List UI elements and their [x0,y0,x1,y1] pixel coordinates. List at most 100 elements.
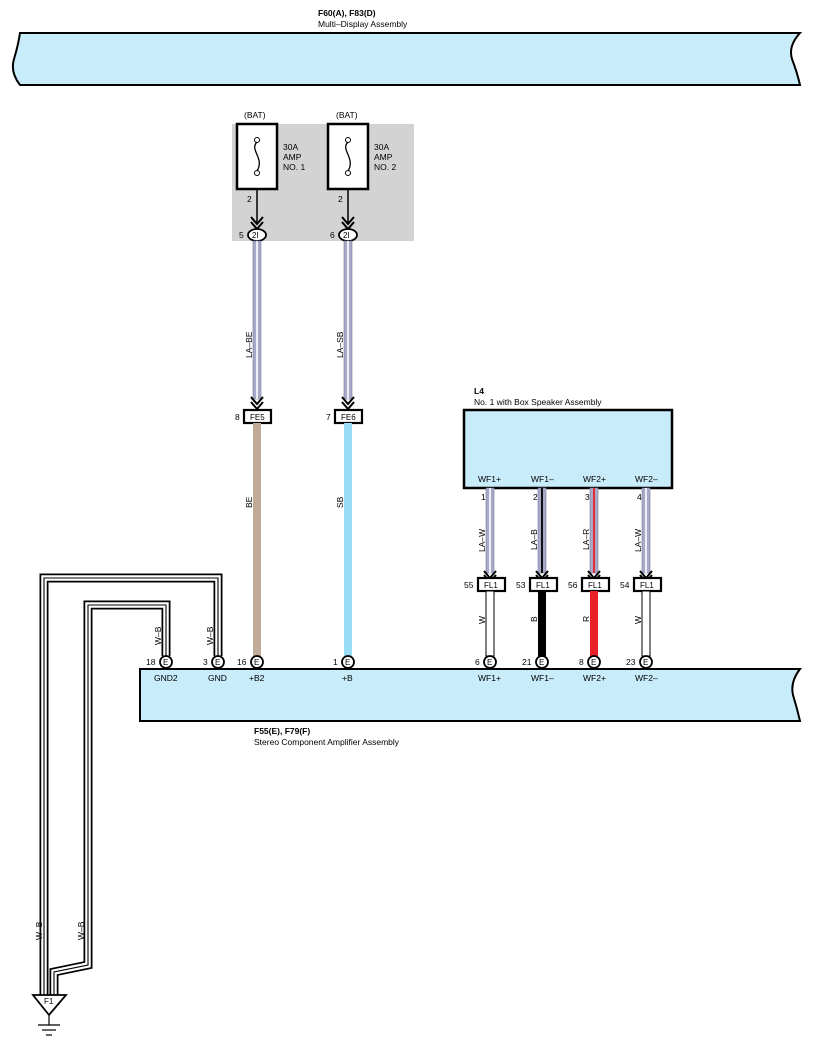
wire-wf2-plus[interactable]: 3 LA–R FL1 56 R [568,487,611,656]
fuse-1-type: AMP [283,152,302,162]
fuse-2-source: (BAT) [336,110,358,120]
amp-pin-gnd-number: 3 [203,657,208,667]
ground-wire-gnd-center [43,577,219,995]
amp-pin-plus-b2-circle [250,655,264,669]
amp-pin-plus-b2-terminal: +B2 [249,673,265,683]
wire-wf2-plus-upper-label: LA–R [581,529,591,550]
amp-pin-wf2-plus-connector: E [591,658,596,667]
ground-point-f1[interactable]: F1 [31,994,68,1036]
fuse-2-top-contact [345,137,351,143]
amp-pin-plus-b-terminal: +B [342,673,353,683]
amp-pin-wf1-minus[interactable]: E 21 WF1– [522,655,554,683]
amplifier-name: Stereo Component Amplifier Assembly [254,737,400,747]
wire-be-segment [253,423,261,656]
amp-pin-wf1-plus[interactable]: E 6 WF1+ [475,655,501,683]
amp-pin-wf2-plus-circle [587,655,601,669]
speaker-assembly-l4[interactable]: L4 No. 1 with Box Speaker Assembly WF1+ … [462,386,674,490]
fuse-box: (BAT) 30A AMP NO. 1 2 (BAT) 30A AMP NO. … [232,110,414,242]
amp-pin-wf2-plus[interactable]: E 8 WF2+ [579,655,606,683]
connector-2i-pin6[interactable]: 2I 6 [330,228,358,242]
amp-pin-gnd2-circle [159,655,173,669]
amp-pin-wf2-minus-circle [639,655,653,669]
ground-wire-gnd[interactable]: W–B W–B [34,573,223,995]
speaker-pin-3: 3 [585,492,590,502]
fuse-2-body [326,122,370,191]
multi-display-assembly[interactable]: F60(A), F83(D) Multi–Display Assembly [11,8,803,86]
fuse-30a-amp-no2[interactable]: (BAT) 30A AMP NO. 2 2 [326,110,396,204]
wire-la-sb[interactable]: LA–SB [335,240,355,411]
ground-wire-gnd-inner [41,575,221,995]
fuse-2-rating: 30A [374,142,389,152]
fuse-1-top-contact [254,137,260,143]
amp-pin-wf2-plus-number: 8 [579,657,584,667]
fuse-1-source: (BAT) [244,110,266,120]
junction-fl1-56-label: FL1 [588,581,602,590]
wire-wf2-plus-lower-label: R [581,616,591,622]
amp-pin-gnd2[interactable]: E 18 GND2 [146,655,178,683]
amp-pin-wf1-plus-circle [483,655,497,669]
ground-wire-gnd2-ground-label: W–B [76,921,86,940]
amp-pin-gnd-connector: E [215,658,220,667]
fuse-2-terminal: 2 [338,194,343,204]
fuse-2-number: NO. 2 [374,162,396,172]
connector-2i-pin5[interactable]: 2I 5 [239,228,267,242]
ground-point-label: F1 [44,997,54,1006]
junction-fl1-56-pin: 56 [568,580,578,590]
amp-pin-plus-b2-connector: E [254,658,259,667]
wire-sb-label: SB [335,496,345,508]
ground-wire-gnd2-center [53,604,167,995]
amp-pin-wf1-minus-number: 21 [522,657,532,667]
wire-be[interactable]: BE [244,423,261,656]
speaker-pin-2: 2 [533,492,538,502]
ground-wire-gnd-outer [39,573,223,995]
amp-pin-plus-b2[interactable]: E 16 +B2 [237,655,265,683]
wire-sb[interactable]: SB [335,423,352,656]
fuse-2-type: AMP [374,152,393,162]
junction-fe6-pin: 7 [326,412,331,422]
ground-wire-gnd2[interactable]: W–B W–B [49,600,171,995]
amp-pin-wf1-plus-number: 6 [475,657,480,667]
junction-fe6[interactable]: FE6 7 [326,408,364,425]
amp-pin-plus-b[interactable]: E 1 +B [333,655,355,683]
wire-wf1-plus-upper-label: LA–W [477,529,487,552]
fuse-1-rating: 30A [283,142,298,152]
amp-pin-gnd[interactable]: E 3 GND [203,655,227,683]
ground-wire-gnd-label: W–B [205,626,215,645]
wire-wf1-plus-lower-label: W [477,616,487,624]
speaker-terminal-wf1-minus: WF1– [531,474,554,484]
wire-wf1-plus-lower [485,590,495,657]
amp-pin-gnd-terminal: GND [208,673,227,683]
stereo-amplifier-assembly[interactable]: F55(E), F79(F) Stereo Component Amplifie… [139,668,803,747]
wire-wf1-plus[interactable]: 1 LA–W FL1 55 W [464,487,507,657]
ground-wire-gnd-ground-label: W–B [34,921,44,940]
fuse-30a-amp-no1[interactable]: (BAT) 30A AMP NO. 1 2 [235,110,305,204]
amp-pin-plus-b-number: 1 [333,657,338,667]
amp-pin-wf2-minus[interactable]: E 23 WF2– [626,655,658,683]
wire-wf2-minus[interactable]: 4 LA–W FL1 54 W [620,487,663,657]
fuse-1-bottom-contact [254,170,260,176]
wire-wf1-minus-lower [538,591,546,656]
wire-la-be[interactable]: LA–BE [244,240,264,411]
amp-pin-wf1-minus-connector: E [539,658,544,667]
speaker-body [462,408,674,490]
speaker-terminal-wf2-minus: WF2– [635,474,658,484]
fuse-2-element [345,141,351,172]
junction-fl1-54-label: FL1 [640,581,654,590]
speaker-terminal-wf2-plus: WF2+ [583,474,606,484]
amp-pin-gnd2-number: 18 [146,657,156,667]
wire-wf1-minus[interactable]: 2 LA–B FL1 53 B [516,487,559,656]
junction-fe5[interactable]: FE5 8 [235,408,273,425]
ground-triangle-icon [31,994,68,1017]
multi-display-name: Multi–Display Assembly [318,19,408,29]
amp-pin-wf1-minus-terminal: WF1– [531,673,554,683]
amp-pin-wf2-minus-connector: E [643,658,648,667]
amp-pin-gnd2-connector: E [163,658,168,667]
speaker-pin-1: 1 [481,492,486,502]
junction-fl1-54-pin: 54 [620,580,630,590]
amp-pin-wf1-minus-circle [535,655,549,669]
wire-wf2-minus-lower [641,590,651,657]
wire-la-sb-label: LA–SB [335,331,345,358]
multi-display-ref: F60(A), F83(D) [318,8,376,18]
wire-wf1-minus-upper-label: LA–B [529,529,539,550]
